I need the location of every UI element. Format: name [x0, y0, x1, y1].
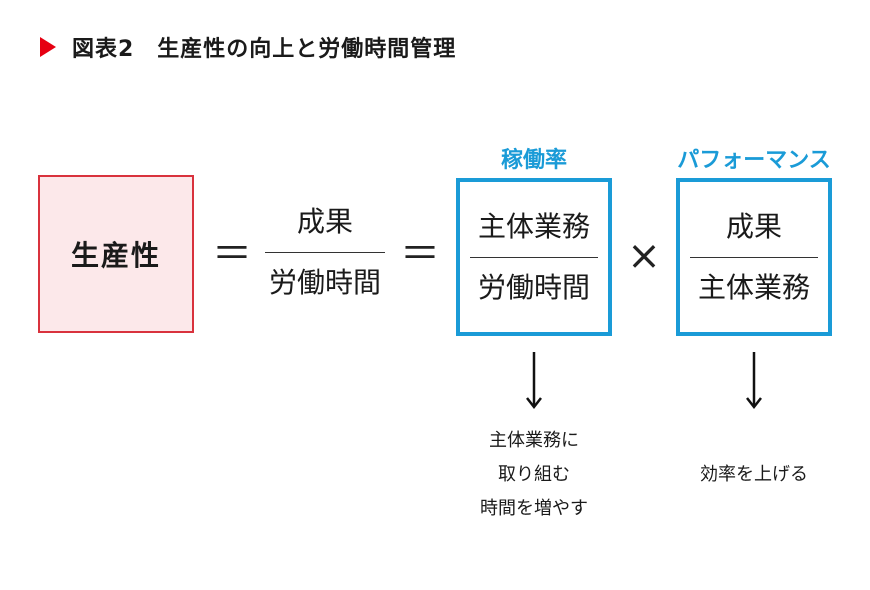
performance-denominator: 主体業務 — [697, 270, 810, 304]
operating-rate-heading: 稼働率 — [500, 148, 567, 173]
equals-sign-1: ＝ — [212, 231, 252, 277]
operating-rate-fraction: 主体業務 労働時間 — [470, 209, 598, 306]
fraction-bar — [690, 256, 818, 258]
performance-heading: パフォーマンス — [677, 148, 831, 173]
productivity-label: 生産性 — [70, 239, 161, 272]
operating-rate-box: 主体業務 労働時間 — [456, 178, 612, 336]
figure-title-text: 図表2 生産性の向上と労働時間管理 — [72, 37, 457, 62]
multiply-sign: × — [627, 233, 661, 279]
note-line: 取り組む — [498, 464, 570, 485]
triangle-right-icon — [40, 37, 56, 57]
equals-sign-2: ＝ — [400, 231, 440, 277]
fraction-numerator: 成果 — [296, 205, 353, 238]
fraction-bar — [470, 256, 598, 258]
operating-rate-denominator: 労働時間 — [477, 270, 590, 304]
fraction-bar — [265, 252, 385, 253]
operating-rate-numerator: 主体業務 — [477, 209, 590, 243]
performance-note: 効率を上げる — [674, 458, 834, 492]
performance-box: 成果 主体業務 — [676, 178, 832, 336]
fraction-output-over-hours: 成果 労働時間 — [262, 204, 388, 301]
note-line: 時間を増やす — [480, 498, 588, 519]
performance-fraction: 成果 主体業務 — [690, 209, 818, 306]
operating-rate-note: 主体業務に 取り組む 時間を増やす — [454, 424, 614, 526]
productivity-box: 生産性 — [38, 175, 194, 333]
down-arrow-icon — [526, 352, 542, 410]
fraction-denominator: 労働時間 — [268, 266, 381, 299]
figure-title: 図表2 生産性の向上と労働時間管理 — [40, 30, 456, 64]
note-line: 効率を上げる — [700, 464, 808, 485]
performance-numerator: 成果 — [725, 209, 782, 243]
note-line: 主体業務に — [489, 430, 579, 451]
down-arrow-icon — [746, 352, 762, 410]
